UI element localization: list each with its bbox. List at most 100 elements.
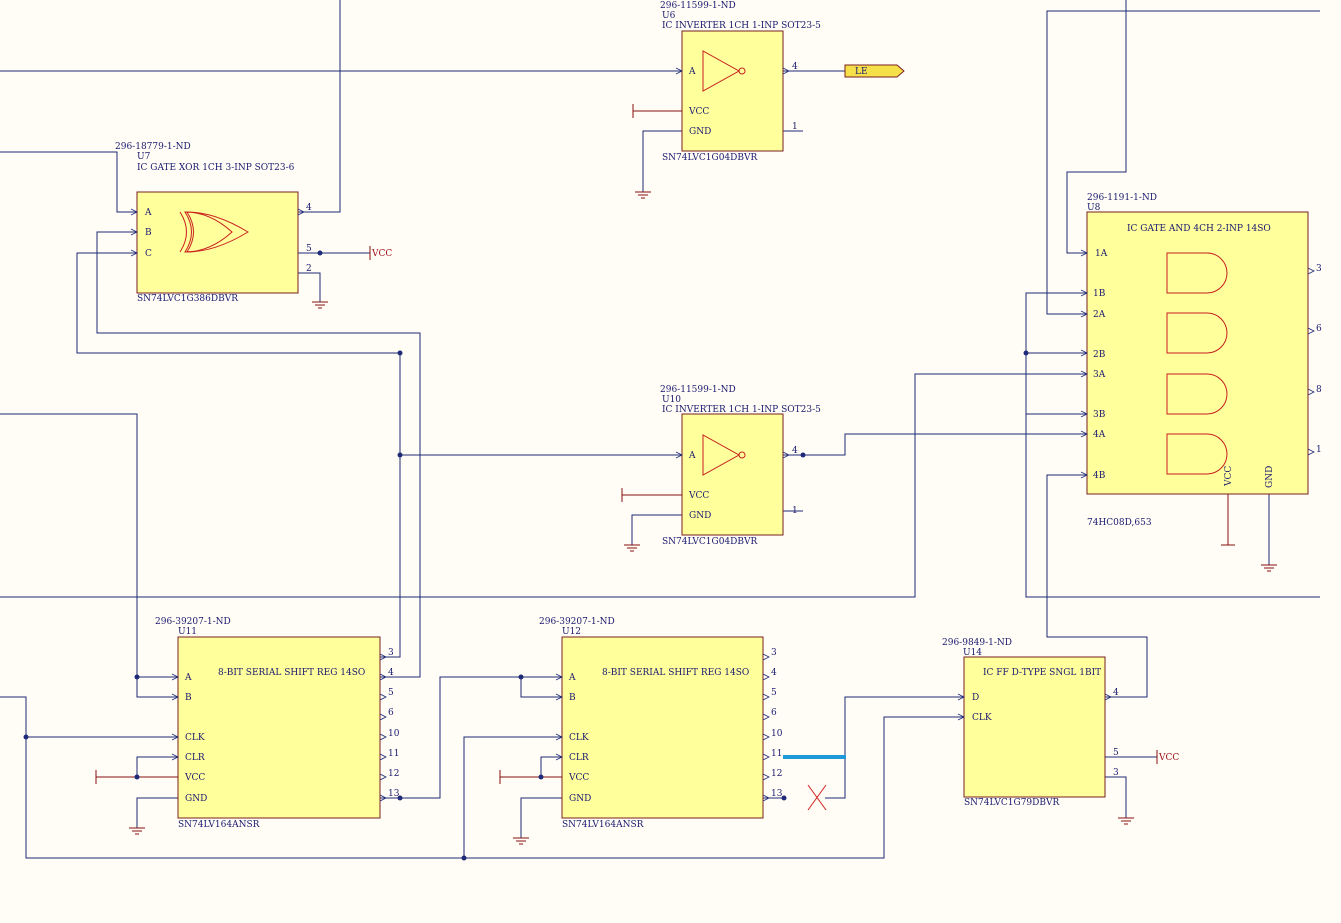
u6-desc: IC INVERTER 1CH 1-INP SOT23-5 [662,21,821,31]
u11-pin-4: 4 [388,668,394,678]
pin-arrow-icon [555,693,563,701]
net-u10-gnd[interactable] [631,514,682,545]
ground-icon [312,301,328,309]
u6-pin-4: 4 [792,62,798,72]
and-gate-icon [1166,252,1228,294]
pin-arrow-icon [762,794,770,802]
u12-pin-3: 3 [771,648,777,658]
u11-pin-3: 3 [388,648,394,658]
component-u7[interactable]: 296-18779-1-ND U7 IC GATE XOR 1CH 3-INP … [115,142,312,304]
u14-model: SN74LVC1G79DBVR [964,798,1059,808]
component-u8[interactable]: 296-1191-1-ND U8 IC GATE AND 4CH 2-INP 1… [1086,193,1322,528]
u7-pin-a: A [144,208,152,218]
pin-arrow-icon [762,653,770,661]
u12-pin-clr: CLR [569,753,589,763]
port-le[interactable]: LE [844,64,905,78]
inverter-gate-icon [702,434,741,476]
net-u12-clr[interactable] [540,756,562,777]
u6-pin-a: A [688,67,696,77]
component-u6[interactable]: 296-11599-1-ND U6 IC INVERTER 1CH 1-INP … [660,1,821,163]
u12-pin-12: 12 [771,769,782,779]
net-u7-c[interactable] [76,252,401,658]
no-connect-marker[interactable] [807,784,827,811]
u12-pin-5: 5 [771,688,777,698]
net-u14-d[interactable] [825,696,964,799]
u14-body[interactable] [963,656,1106,798]
component-u11[interactable]: 296-39207-1-ND U11 8-BIT SERIAL SHIFT RE… [155,617,400,830]
u8-pin-2b: 2B [1093,350,1106,360]
pin-arrow-icon [555,753,563,761]
u10-model: SN74LVC1G04DBVR [662,537,757,547]
net-u12-clk[interactable] [463,736,562,858]
pin-arrow-icon [1080,310,1088,318]
net-u12-b[interactable] [520,677,562,698]
pin-arrow-icon [379,733,387,741]
pin-arrow-icon [379,753,387,761]
net-u7-out[interactable] [298,0,341,213]
pin-arrow-icon [379,713,387,721]
net-u11-clr[interactable] [136,756,178,777]
ground-symbols [129,191,1277,845]
u11-body[interactable] [177,636,381,819]
u11-part: 296-39207-1-ND [155,617,231,627]
u8-pin-1b: 1B [1093,289,1106,299]
u6-pin-gnd: GND [689,127,711,137]
pin-arrow-icon [675,67,683,75]
net-u11-gnd[interactable] [136,797,178,828]
component-u12[interactable]: 296-39207-1-ND U12 8-BIT SERIAL SHIFT RE… [539,617,783,830]
u14-vcc-label: VCC [1158,753,1179,763]
net-u8-3a[interactable] [0,373,1087,598]
u11-desc: 8-BIT SERIAL SHIFT REG 14SO [218,668,365,678]
net-u6-gnd[interactable] [642,130,682,192]
u12-pin-b: B [569,693,576,703]
u11-pin-5: 5 [388,688,394,698]
component-u14[interactable]: 296-9849-1-ND U14 IC FF D-TYPE SNGL 1BIT… [942,638,1119,808]
and-gate-icon [1166,433,1228,475]
net-u8-2a[interactable] [1046,10,1320,315]
pin-arrow-icon [1080,410,1088,418]
pin-arrow-icon [379,773,387,781]
u12-pin-clk: CLK [569,733,589,743]
u6-body[interactable] [681,30,784,152]
u12-body[interactable] [561,636,764,819]
net-u14-gnd[interactable] [1105,776,1127,818]
net-u8-1a[interactable] [1066,0,1127,254]
net-u7-gnd[interactable] [298,272,321,302]
net-clk-bus[interactable] [0,696,964,859]
pin-arrow-icon [782,451,790,459]
net-u7-a[interactable] [0,151,137,213]
pin-arrow-icon [762,753,770,761]
u6-pin-1: 1 [792,122,798,132]
u7-pin-4: 4 [306,203,312,213]
net-u8-bus[interactable] [1025,292,1320,598]
net-u12-gnd[interactable] [520,797,562,838]
u7-pin-5: 5 [306,244,312,254]
component-u10[interactable]: 296-11599-1-ND U10 IC INVERTER 1CH 1-INP… [660,385,821,547]
u7-part: 296-18779-1-ND [115,142,191,152]
u8-pin-11: 1 [1316,445,1322,455]
u14-desc: IC FF D-TYPE SNGL 1BIT [983,668,1101,678]
u11-pin-11: 11 [388,749,399,759]
net-u10-out[interactable] [783,433,1087,456]
and-gate-icon [1166,373,1228,415]
net-u7-b[interactable] [96,231,421,678]
pin-arrow-icon [762,673,770,681]
pin-arrow-icon [171,733,179,741]
u11-pin-gnd: GND [185,794,207,804]
net-u11-q13[interactable] [380,676,562,799]
u10-pin-1: 1 [792,506,798,516]
u8-pin-gnd: GND [1265,466,1275,488]
net-u11-a[interactable] [0,413,178,678]
u10-ref: U10 [662,395,681,405]
vcc-stubs [95,104,1235,784]
u8-pin-3b: 3B [1093,410,1106,420]
u11-pin-clk: CLK [185,733,205,743]
u10-desc: IC INVERTER 1CH 1-INP SOT23-5 [662,405,821,415]
u6-part: 296-11599-1-ND [660,1,736,11]
net-u8-4b[interactable] [1046,474,1148,698]
u7-pin-b: B [145,228,152,238]
net-u11-b[interactable] [136,677,178,698]
ground-icon [624,544,640,552]
u10-body[interactable] [681,413,784,536]
